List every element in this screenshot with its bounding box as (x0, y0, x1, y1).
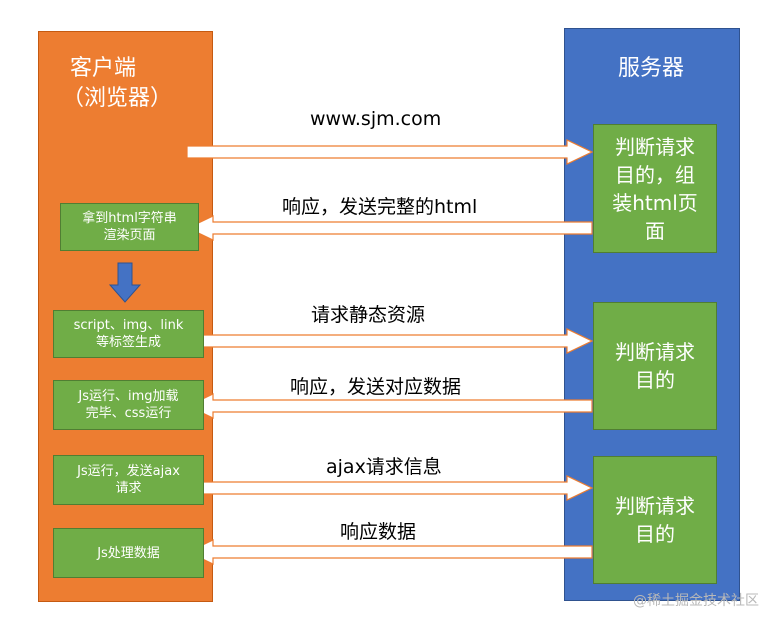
message-request-3: ajax请求信息 (326, 456, 442, 478)
response-arrow-1 (186, 215, 593, 241)
request-arrow-1 (186, 139, 594, 165)
down-arrow (108, 262, 142, 303)
message-request-2: 请求静态资源 (311, 304, 426, 326)
message-response-2: 响应，发送对应数据 (290, 376, 462, 398)
message-response-1: 响应，发送完整的html (282, 196, 478, 218)
client-step-ajax: Js运行，发送ajax 请求 (53, 455, 204, 505)
message-response-3: 响应数据 (340, 521, 417, 543)
watermark: @稀土掘金技术社区 (633, 593, 759, 609)
server-step-assemble: 判断请求 目的，组 装html页 面 (593, 124, 717, 253)
client-title: 客户端 (70, 56, 137, 81)
server-title: 服务器 (618, 56, 685, 81)
client-step-render: 拿到html字符串 渲染页面 (60, 203, 199, 251)
server-step-judge-2: 判断请求 目的 (593, 302, 717, 430)
client-step-load: Js运行、img加载 完毕、css运行 (53, 380, 204, 430)
server-step-judge-3: 判断请求 目的 (593, 456, 717, 584)
client-step-process: Js处理数据 (53, 528, 204, 578)
request-arrow-3 (186, 475, 594, 501)
client-subtitle: （浏览器） (62, 86, 173, 111)
request-arrow-2 (186, 328, 594, 354)
client-step-tags: script、img、link 等标签生成 (53, 310, 204, 358)
message-request-1: www.sjm.com (310, 108, 442, 130)
